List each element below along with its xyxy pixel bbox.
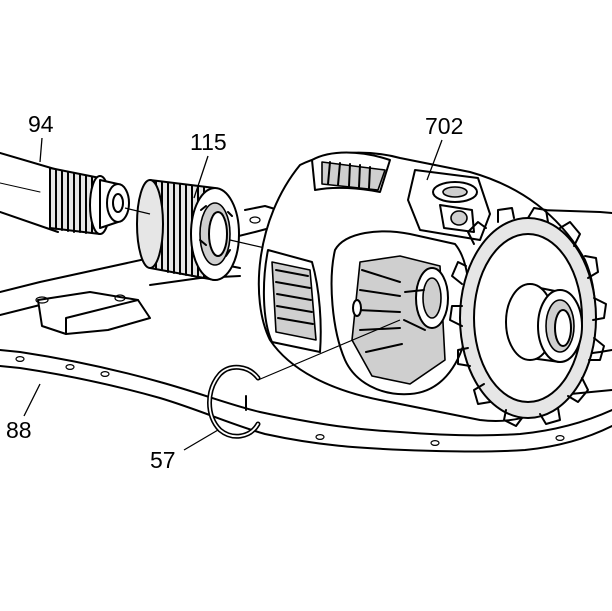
callout-115: 115 bbox=[190, 129, 227, 199]
svg-text:88: 88 bbox=[6, 417, 32, 443]
side-gear bbox=[136, 179, 240, 281]
callout-57: 57 bbox=[150, 429, 219, 473]
callout-88: 88 bbox=[6, 383, 41, 443]
retaining-clip bbox=[207, 364, 261, 439]
svg-text:57: 57 bbox=[150, 447, 176, 473]
ring-gear bbox=[449, 207, 607, 427]
callout-702: 702 bbox=[425, 113, 463, 181]
axle-shaft bbox=[0, 152, 130, 235]
svg-text:115: 115 bbox=[190, 129, 227, 155]
gasket bbox=[0, 349, 612, 453]
svg-text:94: 94 bbox=[28, 111, 54, 137]
svg-text:702: 702 bbox=[425, 113, 463, 139]
callout-94: 94 bbox=[28, 111, 54, 163]
